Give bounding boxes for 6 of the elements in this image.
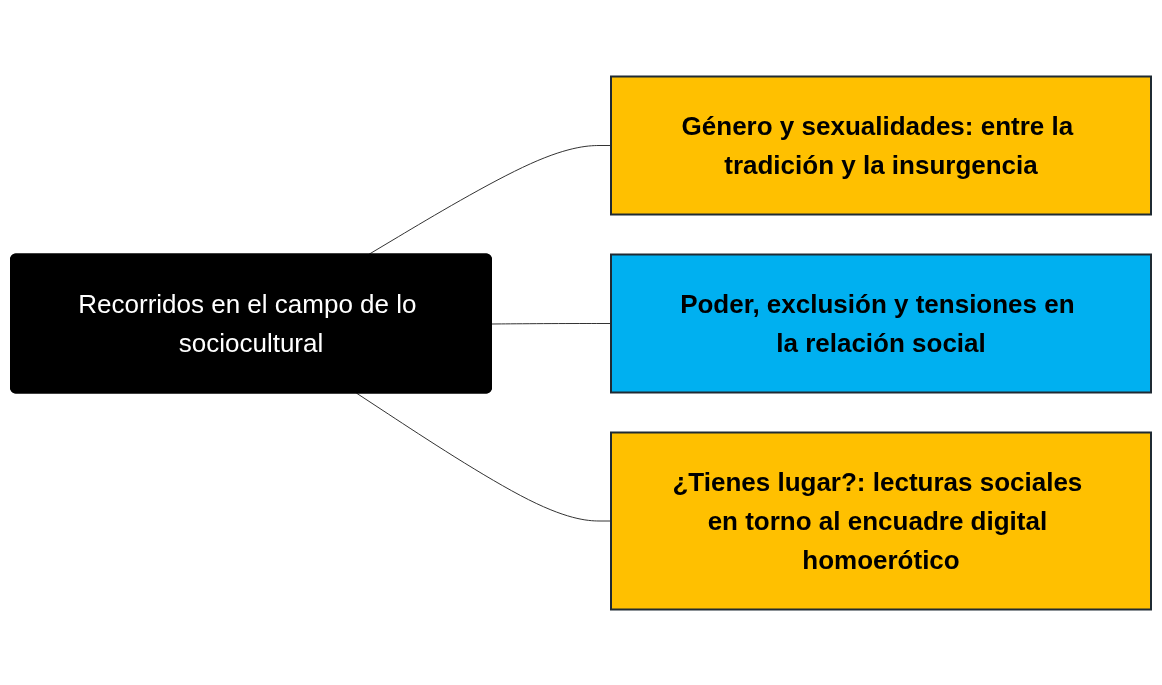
node-box: ¿Tienes lugar?: lecturas sociales en torno al encuadre digital homoerótico [610, 431, 1152, 610]
node-box: Género y sexualidades: entre la tradición y la insurgencia [610, 75, 1152, 215]
connector [355, 392, 612, 521]
connector [491, 322, 612, 324]
connector [367, 144, 612, 255]
node-box: Poder, exclusión y tensiones en la relación social [610, 253, 1152, 393]
